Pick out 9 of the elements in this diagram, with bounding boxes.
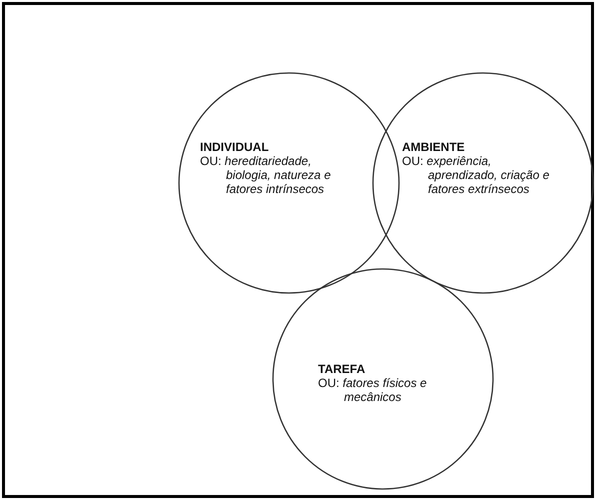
circle-description: OU: hereditariedade, biologia, natureza e fatores intrínsecos [200, 154, 332, 196]
circle-heading: TAREFA [318, 362, 366, 376]
venn-circle [178, 72, 400, 294]
circle-description: OU: fatores físicos e mecânicos [318, 376, 428, 404]
venn-circle [372, 72, 594, 294]
circle-heading: AMBIENTE [402, 140, 466, 154]
circle-heading: INDIVIDUAL [200, 140, 270, 154]
circle-description: OU: experiência, aprendizado, criação e fatores extrínsecos [402, 154, 550, 196]
venn-circle [272, 268, 494, 490]
